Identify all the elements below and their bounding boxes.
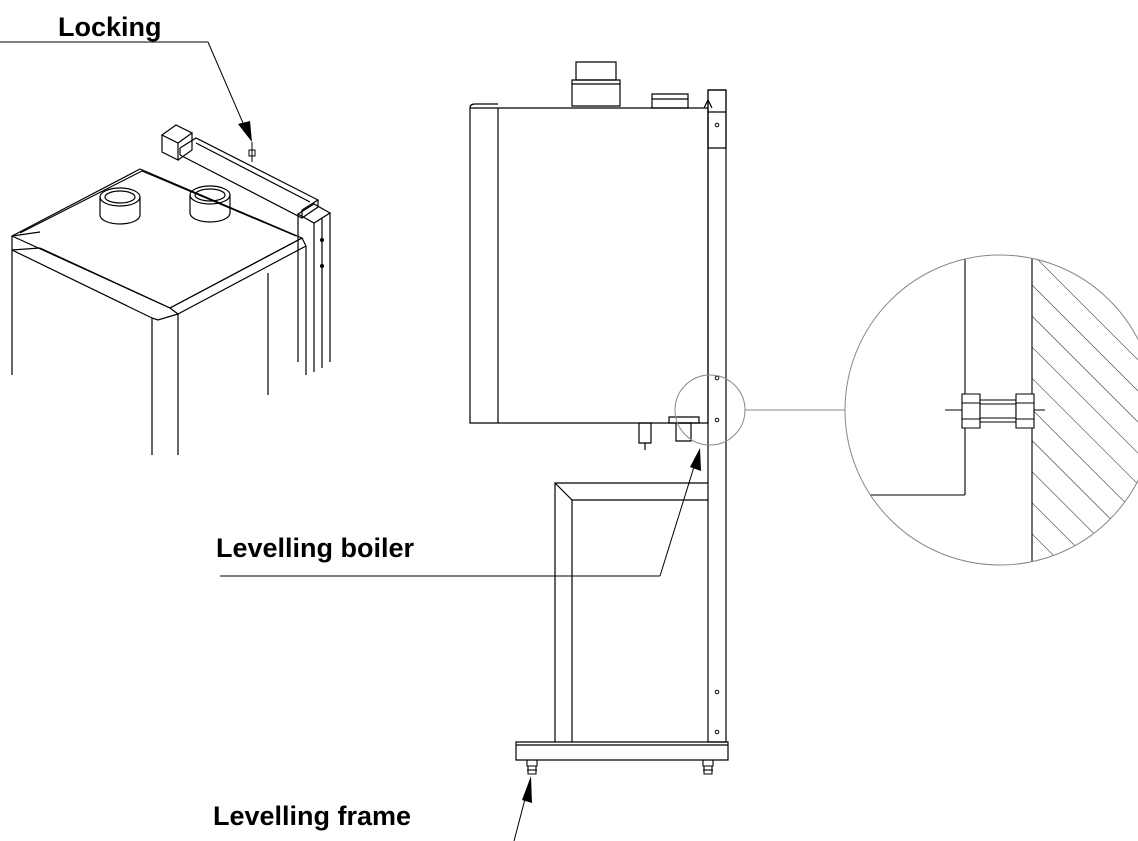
hex-nut-icon — [962, 394, 1034, 428]
label-locking: Locking — [58, 12, 162, 42]
arrowhead-icon — [238, 121, 252, 142]
detail-callout — [675, 375, 845, 445]
levelling-feet — [527, 760, 713, 774]
leader-levelling-boiler — [220, 454, 698, 576]
detail-magnified — [840, 240, 1138, 580]
leader-locking — [0, 42, 246, 130]
isometric-boiler-view — [12, 125, 330, 455]
column-holes — [715, 123, 719, 734]
label-levelling-boiler: Levelling boiler — [216, 533, 415, 563]
arrowhead-icon — [690, 448, 701, 471]
upright-holes — [320, 238, 324, 268]
screw-icon — [249, 142, 255, 162]
arrowhead-icon — [522, 776, 532, 803]
side-view — [470, 62, 728, 760]
label-levelling-frame: Levelling frame — [213, 801, 412, 831]
